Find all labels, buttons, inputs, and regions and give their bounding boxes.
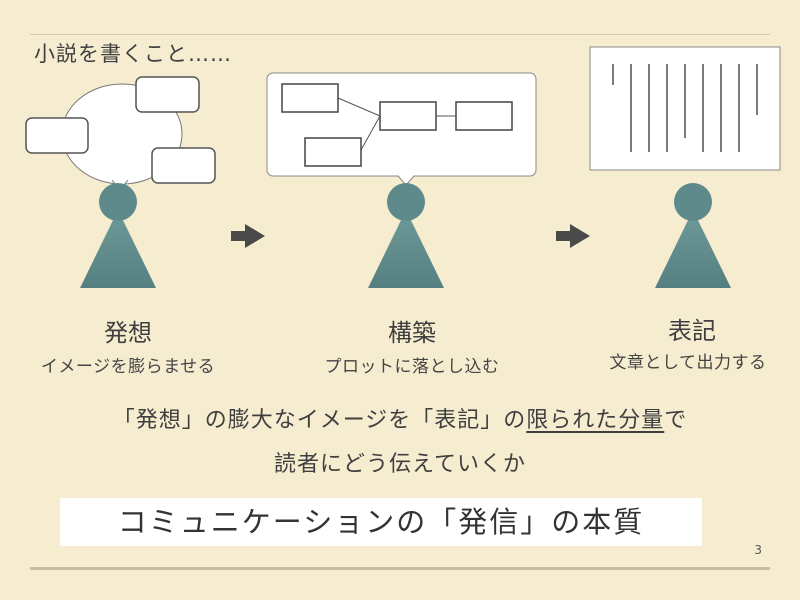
text-page — [589, 46, 781, 171]
stage-desc-plot: プロットに落とし込む — [324, 357, 500, 377]
plot-box — [455, 101, 513, 131]
person-figure-2 — [368, 183, 444, 288]
conclusion-banner: コミュニケーションの「発信」の本質 — [60, 498, 702, 546]
summary-line-2: 読者にどう伝えていくか — [274, 452, 526, 477]
idea-bubble — [25, 76, 216, 191]
page-number: 3 — [754, 543, 762, 557]
stage-name-idea: 発想 — [104, 319, 152, 347]
idea-box — [25, 117, 89, 154]
stage-name-write: 表記 — [668, 317, 716, 345]
idea-box — [135, 76, 200, 113]
person-figure-3 — [655, 183, 731, 288]
top-divider — [30, 34, 770, 35]
summary-line-1: 「発想」の膨大なイメージを「表記」の限られた分量で — [112, 408, 688, 433]
person-figure-1 — [80, 183, 156, 288]
idea-box — [151, 147, 216, 184]
arrow-right-icon — [556, 224, 590, 248]
stage-desc-write: 文章として出力する — [609, 353, 767, 373]
underlined-phrase: 限られた分量 — [526, 408, 665, 433]
bottom-divider — [30, 567, 770, 570]
plot-bubble — [266, 72, 537, 186]
stage-desc-idea: イメージを膨らませる — [40, 357, 216, 377]
plot-box — [379, 101, 437, 131]
plot-box — [281, 83, 339, 113]
arrow-right-icon — [231, 224, 265, 248]
slide-title: 小説を書くこと…… — [34, 42, 232, 66]
plot-box — [304, 137, 362, 167]
stage-name-plot: 構築 — [388, 319, 436, 347]
